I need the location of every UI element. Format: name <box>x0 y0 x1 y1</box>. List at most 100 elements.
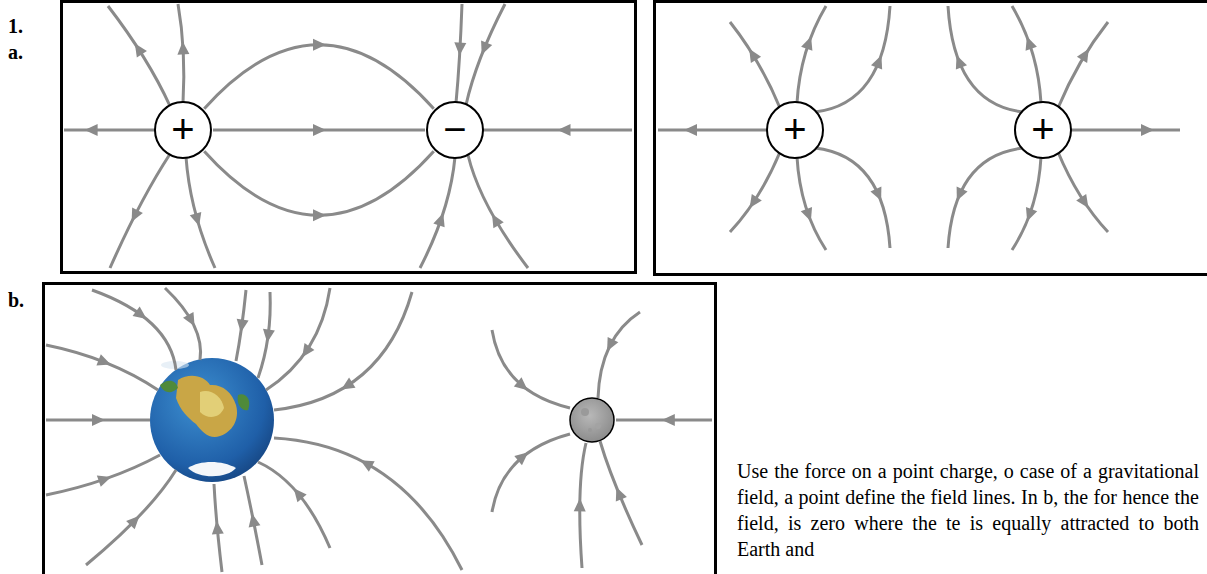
field-line <box>815 148 890 248</box>
arrowhead <box>616 487 627 501</box>
earth-illustration <box>150 358 274 482</box>
field-line-connector <box>204 151 434 221</box>
field-line <box>86 470 176 565</box>
field-line <box>482 129 632 132</box>
field-line <box>274 438 462 570</box>
field-line <box>244 476 262 565</box>
field-line <box>797 6 826 103</box>
field-line <box>730 22 780 108</box>
arrowhead <box>514 452 528 465</box>
arrowhead <box>1141 124 1154 136</box>
charge-circle: + <box>154 101 212 159</box>
field-line <box>1058 22 1108 108</box>
field-line <box>797 157 826 250</box>
field-line <box>46 455 160 495</box>
field-line <box>1070 129 1180 132</box>
field-line <box>658 129 768 132</box>
arrowhead <box>313 209 326 221</box>
arrowhead <box>360 460 374 472</box>
arrowhead <box>237 319 249 333</box>
field-line <box>468 155 528 268</box>
charge-sign: + <box>783 109 806 149</box>
panel-frame <box>653 0 1207 276</box>
field-line <box>92 290 176 370</box>
field-line <box>186 157 215 268</box>
arrowhead <box>249 514 261 528</box>
arrowhead <box>801 207 812 221</box>
arrowhead <box>558 124 571 136</box>
field-line <box>948 6 1023 112</box>
question-number: 1. <box>8 14 48 38</box>
field-line <box>492 434 570 512</box>
arrowhead <box>313 124 326 136</box>
field-line <box>730 152 780 232</box>
arrowhead <box>294 488 307 502</box>
field-line <box>64 129 156 132</box>
field-line <box>598 312 640 398</box>
arrowhead <box>750 194 762 208</box>
field-line <box>1058 152 1108 232</box>
arrowhead <box>433 213 444 227</box>
field-line <box>274 292 412 410</box>
field-line <box>815 6 890 112</box>
arrowhead <box>97 475 111 486</box>
arrowhead <box>684 124 697 136</box>
arrowhead <box>132 207 143 221</box>
arrowhead <box>1026 36 1037 50</box>
field-line <box>204 151 434 215</box>
field-line <box>110 154 170 268</box>
field-line <box>108 6 170 106</box>
arrowhead <box>92 414 105 426</box>
arrowhead <box>481 40 492 54</box>
arrowhead <box>263 329 275 343</box>
arrowhead <box>341 378 355 390</box>
field-line <box>1012 157 1041 250</box>
part-letter: a. <box>8 40 48 64</box>
arrowhead <box>126 516 139 529</box>
arrowhead <box>96 354 110 365</box>
part-letter: b. <box>8 288 48 312</box>
field-line-connector <box>204 39 434 109</box>
charge-circle: + <box>1014 101 1072 159</box>
arrowhead <box>177 41 189 54</box>
charge-sign: − <box>443 109 466 149</box>
arrowhead <box>662 414 675 426</box>
arrowhead <box>957 187 968 201</box>
field-line <box>165 288 201 360</box>
field-line-connector <box>213 124 425 136</box>
arrowhead <box>492 214 504 228</box>
arrowhead <box>183 312 195 326</box>
field-line <box>204 45 434 109</box>
field-line <box>492 330 570 408</box>
arrowhead <box>871 55 882 69</box>
field-line <box>46 345 158 390</box>
field-line <box>266 288 330 390</box>
moon-illustration <box>570 398 614 442</box>
arrowhead <box>870 187 881 201</box>
field-line <box>466 4 505 105</box>
arrowhead <box>574 498 586 511</box>
charge-sign: + <box>171 109 194 149</box>
arrowhead <box>607 337 618 351</box>
arrowhead <box>85 124 98 136</box>
arrowhead <box>302 343 314 357</box>
field-line <box>948 148 1023 248</box>
field-line <box>600 441 642 545</box>
field-line <box>1012 6 1041 103</box>
arrowhead <box>1076 194 1088 208</box>
explanation-text: Use the force on a point charge, o case … <box>737 458 1199 562</box>
arrowhead <box>212 521 224 535</box>
arrowhead <box>313 39 326 51</box>
field-line <box>258 462 330 548</box>
arrowhead <box>133 306 147 319</box>
panel-frame <box>42 282 717 574</box>
charge-sign: + <box>1031 109 1054 149</box>
arrowhead <box>749 49 761 63</box>
arrowhead <box>514 377 528 390</box>
panel-frame <box>60 0 637 274</box>
charge-circle: − <box>426 101 484 159</box>
arrowhead <box>1077 49 1089 63</box>
arrowhead <box>454 42 466 55</box>
field-line <box>420 157 455 268</box>
arrowhead <box>135 43 147 57</box>
